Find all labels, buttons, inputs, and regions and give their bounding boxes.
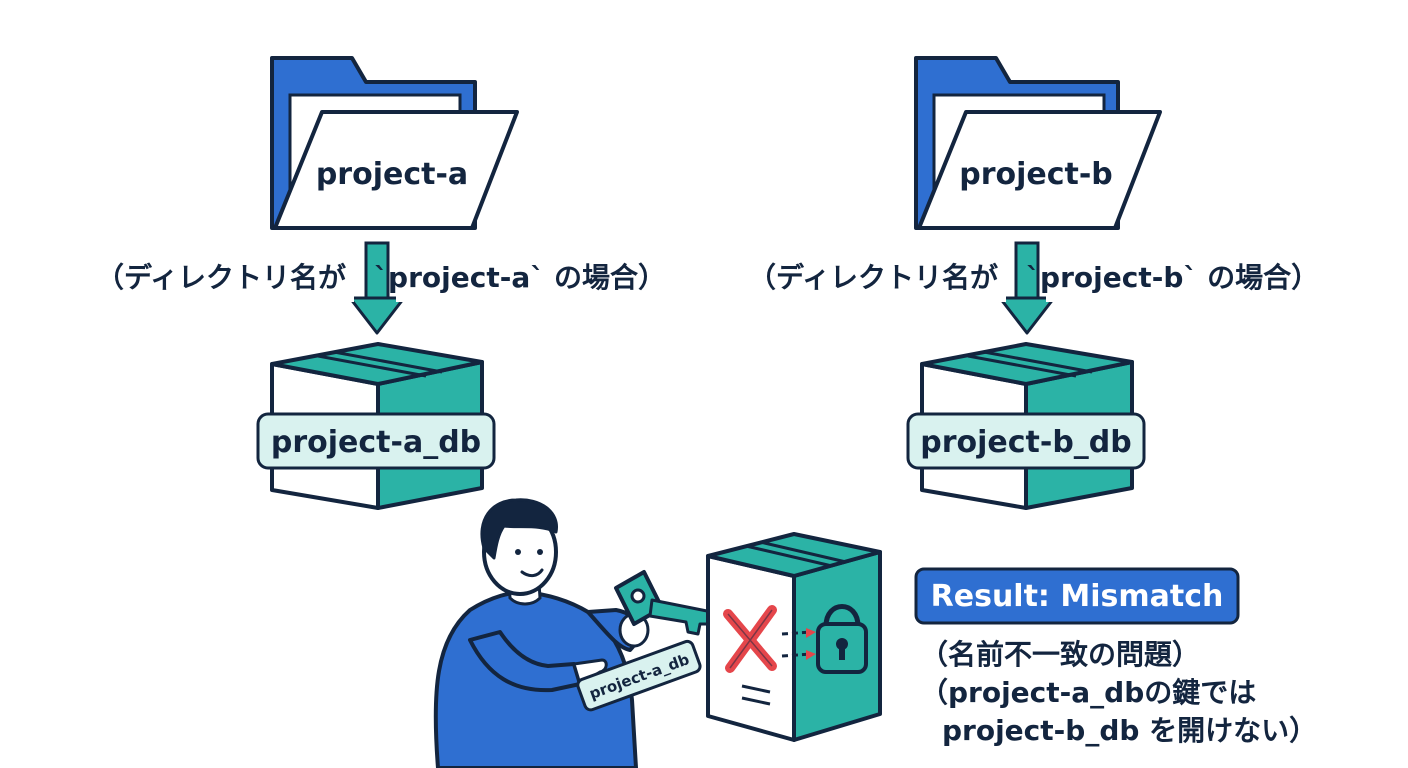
folder-icon: [270, 56, 519, 230]
result-badge: Result: Mismatch: [914, 567, 1240, 625]
project-a-folder: project-a: [270, 56, 519, 230]
arrow-down-icon: [348, 241, 406, 335]
x-mark-icon: [723, 605, 777, 673]
arrow-down-icon: [998, 241, 1056, 335]
result-line-3: project-b_db を開けない）: [942, 714, 1317, 747]
db-label-a: project-a_db: [271, 425, 481, 460]
mismatch-arrows: [781, 628, 816, 660]
db-box-a: project-a_db: [256, 342, 496, 510]
result-badge-label: Result: Mismatch: [931, 579, 1224, 614]
result-line-1: （名前不一致の問題）: [920, 638, 1200, 671]
folder-label-a: project-a: [316, 157, 468, 192]
caption-a: （ディレクトリ名が `project-a` の場合）: [96, 261, 666, 294]
caption-b: （ディレクトリ名が `project-b` の場合）: [748, 261, 1319, 294]
folder-icon: [914, 56, 1162, 230]
db-box-b: project-b_db: [906, 342, 1146, 510]
lock-icon: [816, 604, 868, 674]
result-line-2: （project-a_dbの鍵では: [920, 676, 1256, 709]
person-icon: [433, 498, 650, 768]
folder-label-b: project-b: [959, 157, 1113, 192]
project-b-folder: project-b: [914, 56, 1162, 230]
caption-a-bg: [92, 252, 676, 302]
locked-box: [706, 532, 882, 742]
db-label-b: project-b_db: [920, 425, 1132, 460]
caption-b-bg: [744, 252, 1346, 302]
